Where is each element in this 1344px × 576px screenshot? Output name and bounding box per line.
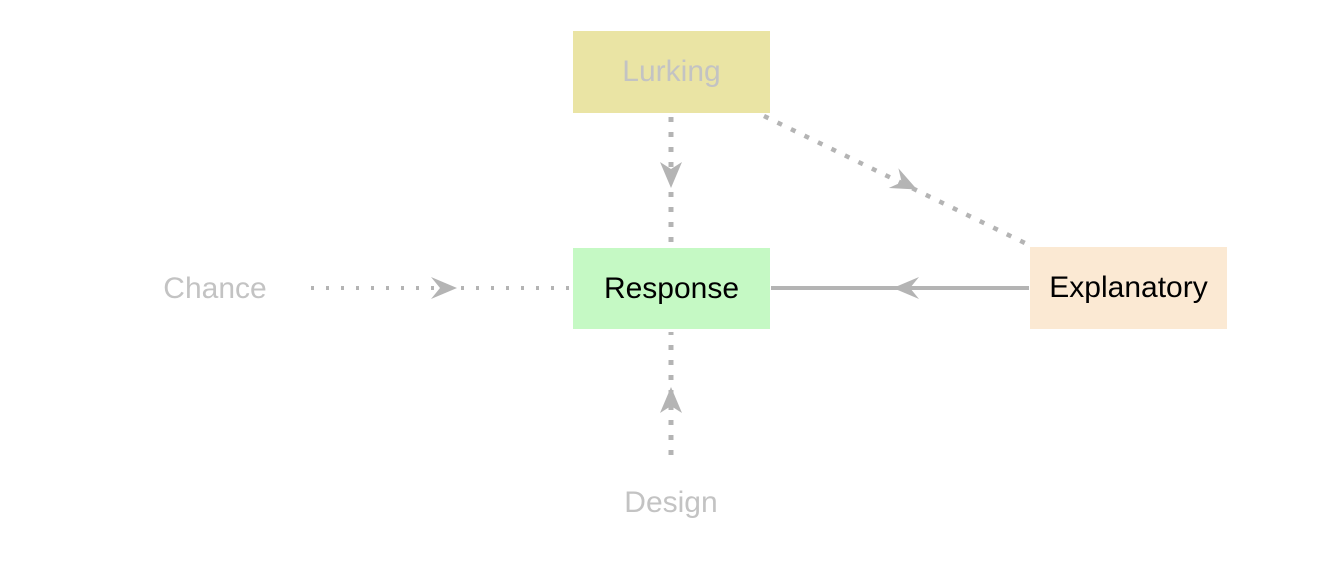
edge-lurking-explanatory-line xyxy=(763,113,1032,249)
node-chance: Chance xyxy=(158,272,272,306)
edge-lurking-response xyxy=(660,117,682,246)
node-design-label: Design xyxy=(624,486,718,519)
edge-design-response xyxy=(660,332,682,455)
arrowhead-left-icon xyxy=(893,277,919,299)
node-lurking: Lurking xyxy=(573,31,770,113)
node-explanatory: Explanatory xyxy=(1030,247,1227,329)
node-lurking-label: Lurking xyxy=(622,55,721,88)
node-response: Response xyxy=(573,248,770,329)
node-chance-label: Chance xyxy=(163,272,267,305)
arrowhead-down-icon xyxy=(660,162,682,188)
arrowhead-right-icon xyxy=(431,277,457,299)
edge-lurking-explanatory xyxy=(763,113,1032,249)
node-response-label: Response xyxy=(603,271,740,305)
node-explanatory-label: Explanatory xyxy=(1049,271,1208,304)
node-design: Design xyxy=(621,486,721,520)
edge-chance-response xyxy=(311,277,571,299)
arrowhead-downright-icon xyxy=(888,168,917,190)
arrowhead-up-icon xyxy=(660,387,682,413)
edge-explanatory-response xyxy=(771,277,1029,299)
